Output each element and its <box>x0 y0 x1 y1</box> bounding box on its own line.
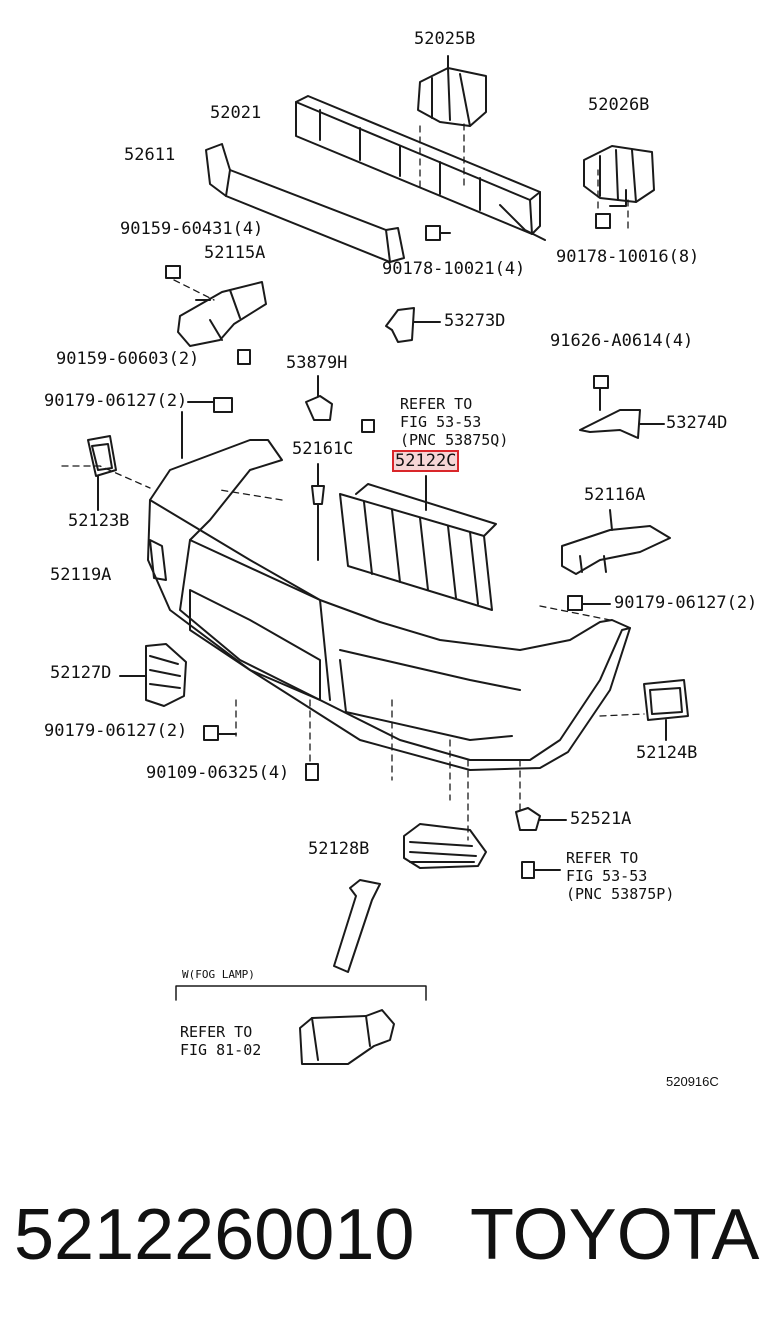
parts-diagram <box>61 55 689 1065</box>
ref-note-2-line2: FIG 53-53 <box>566 867 648 885</box>
label-53879h: 53879H <box>286 353 348 373</box>
label-52124b: 52124B <box>636 743 698 763</box>
label-52122c-highlighted[interactable]: 52122C <box>392 450 460 472</box>
absorber-52611-drawing <box>205 143 405 263</box>
label-52119a: 52119A <box>50 565 112 585</box>
cover-52124b-drawing <box>643 679 689 741</box>
ref-note-1-line1: REFER TO <box>400 395 473 413</box>
bracket-53273d-drawing <box>385 307 441 343</box>
cover-52123b-drawing <box>87 435 117 511</box>
label-52116a: 52116A <box>584 485 646 505</box>
bracket-52025b-drawing <box>417 55 487 127</box>
label-52123b: 52123B <box>68 511 130 531</box>
label-90159-60603: 90159-60603(2) <box>56 349 200 369</box>
ref-note-1-line3: (PNC 53875Q) <box>400 431 509 449</box>
ref-note-2-line3: (PNC 53875P) <box>566 885 675 903</box>
diagram-code: 520916C <box>666 1074 719 1089</box>
fog-lamp-bracket <box>175 985 427 1001</box>
brand-name: TOYOTA <box>470 1195 760 1275</box>
ref-note-2-line1: REFER TO <box>566 849 639 867</box>
clip-90179-a-drawing <box>181 397 233 459</box>
grille-52128b-drawing <box>403 823 487 869</box>
retainer-52115a-drawing <box>177 281 267 347</box>
ref-note-3-line1: REFER TO <box>180 1023 253 1041</box>
label-52026b: 52026B <box>588 95 650 115</box>
part-number: 5212260010 <box>14 1195 415 1275</box>
bracket-53879h-drawing <box>305 375 375 433</box>
bracket-52026b-drawing <box>583 145 655 203</box>
label-90178-10016: 90178-10016(8) <box>556 247 700 267</box>
label-52127d: 52127D <box>50 663 112 683</box>
bracket-52521a-drawing <box>515 807 567 879</box>
label-52611: 52611 <box>124 145 176 165</box>
ref-note-1-line2: FIG 53-53 <box>400 413 482 431</box>
reinforcement-beam-drawing <box>295 95 546 241</box>
fog-lamp-arrow <box>333 879 381 973</box>
label-90178-10021: 90178-10021(4) <box>382 259 526 279</box>
fog-lamp-caption: W(FOG LAMP) <box>182 968 255 981</box>
bezel-52127d-drawing <box>119 643 187 707</box>
label-91626-a0614: 91626-A0614(4) <box>550 331 694 351</box>
grille-52122c-drawing <box>339 475 497 611</box>
label-90179-06127-b: 90179-06127(2) <box>614 593 758 613</box>
bracket-53274d-drawing <box>579 375 665 439</box>
label-53273d: 53273D <box>444 311 506 331</box>
ref-note-3-line2: FIG 81-02 <box>180 1041 262 1059</box>
guide-lines <box>61 123 645 841</box>
label-52021: 52021 <box>210 103 262 123</box>
label-53274d: 53274D <box>666 413 728 433</box>
label-90159-60431: 90159-60431(4) <box>120 219 264 239</box>
label-52521a: 52521A <box>570 809 632 829</box>
fasteners-top-drawing <box>165 189 627 365</box>
label-52025b: 52025B <box>414 29 476 49</box>
label-52128b: 52128B <box>308 839 370 859</box>
label-52161c: 52161C <box>292 439 354 459</box>
label-90179-06127-c: 90179-06127(2) <box>44 721 188 741</box>
label-52115a: 52115A <box>204 243 266 263</box>
fog-lamp-drawing <box>299 1009 395 1065</box>
label-90109-06325: 90109-06325(4) <box>146 763 290 783</box>
retainer-52116a-drawing <box>561 509 671 575</box>
clip-52161c-drawing <box>311 463 325 561</box>
footer: 5212260010 TOYOTA <box>0 1185 760 1285</box>
label-90179-06127-a: 90179-06127(2) <box>44 391 188 411</box>
bumper-cover-drawing <box>147 439 631 771</box>
clips-lower-drawing <box>203 595 611 781</box>
